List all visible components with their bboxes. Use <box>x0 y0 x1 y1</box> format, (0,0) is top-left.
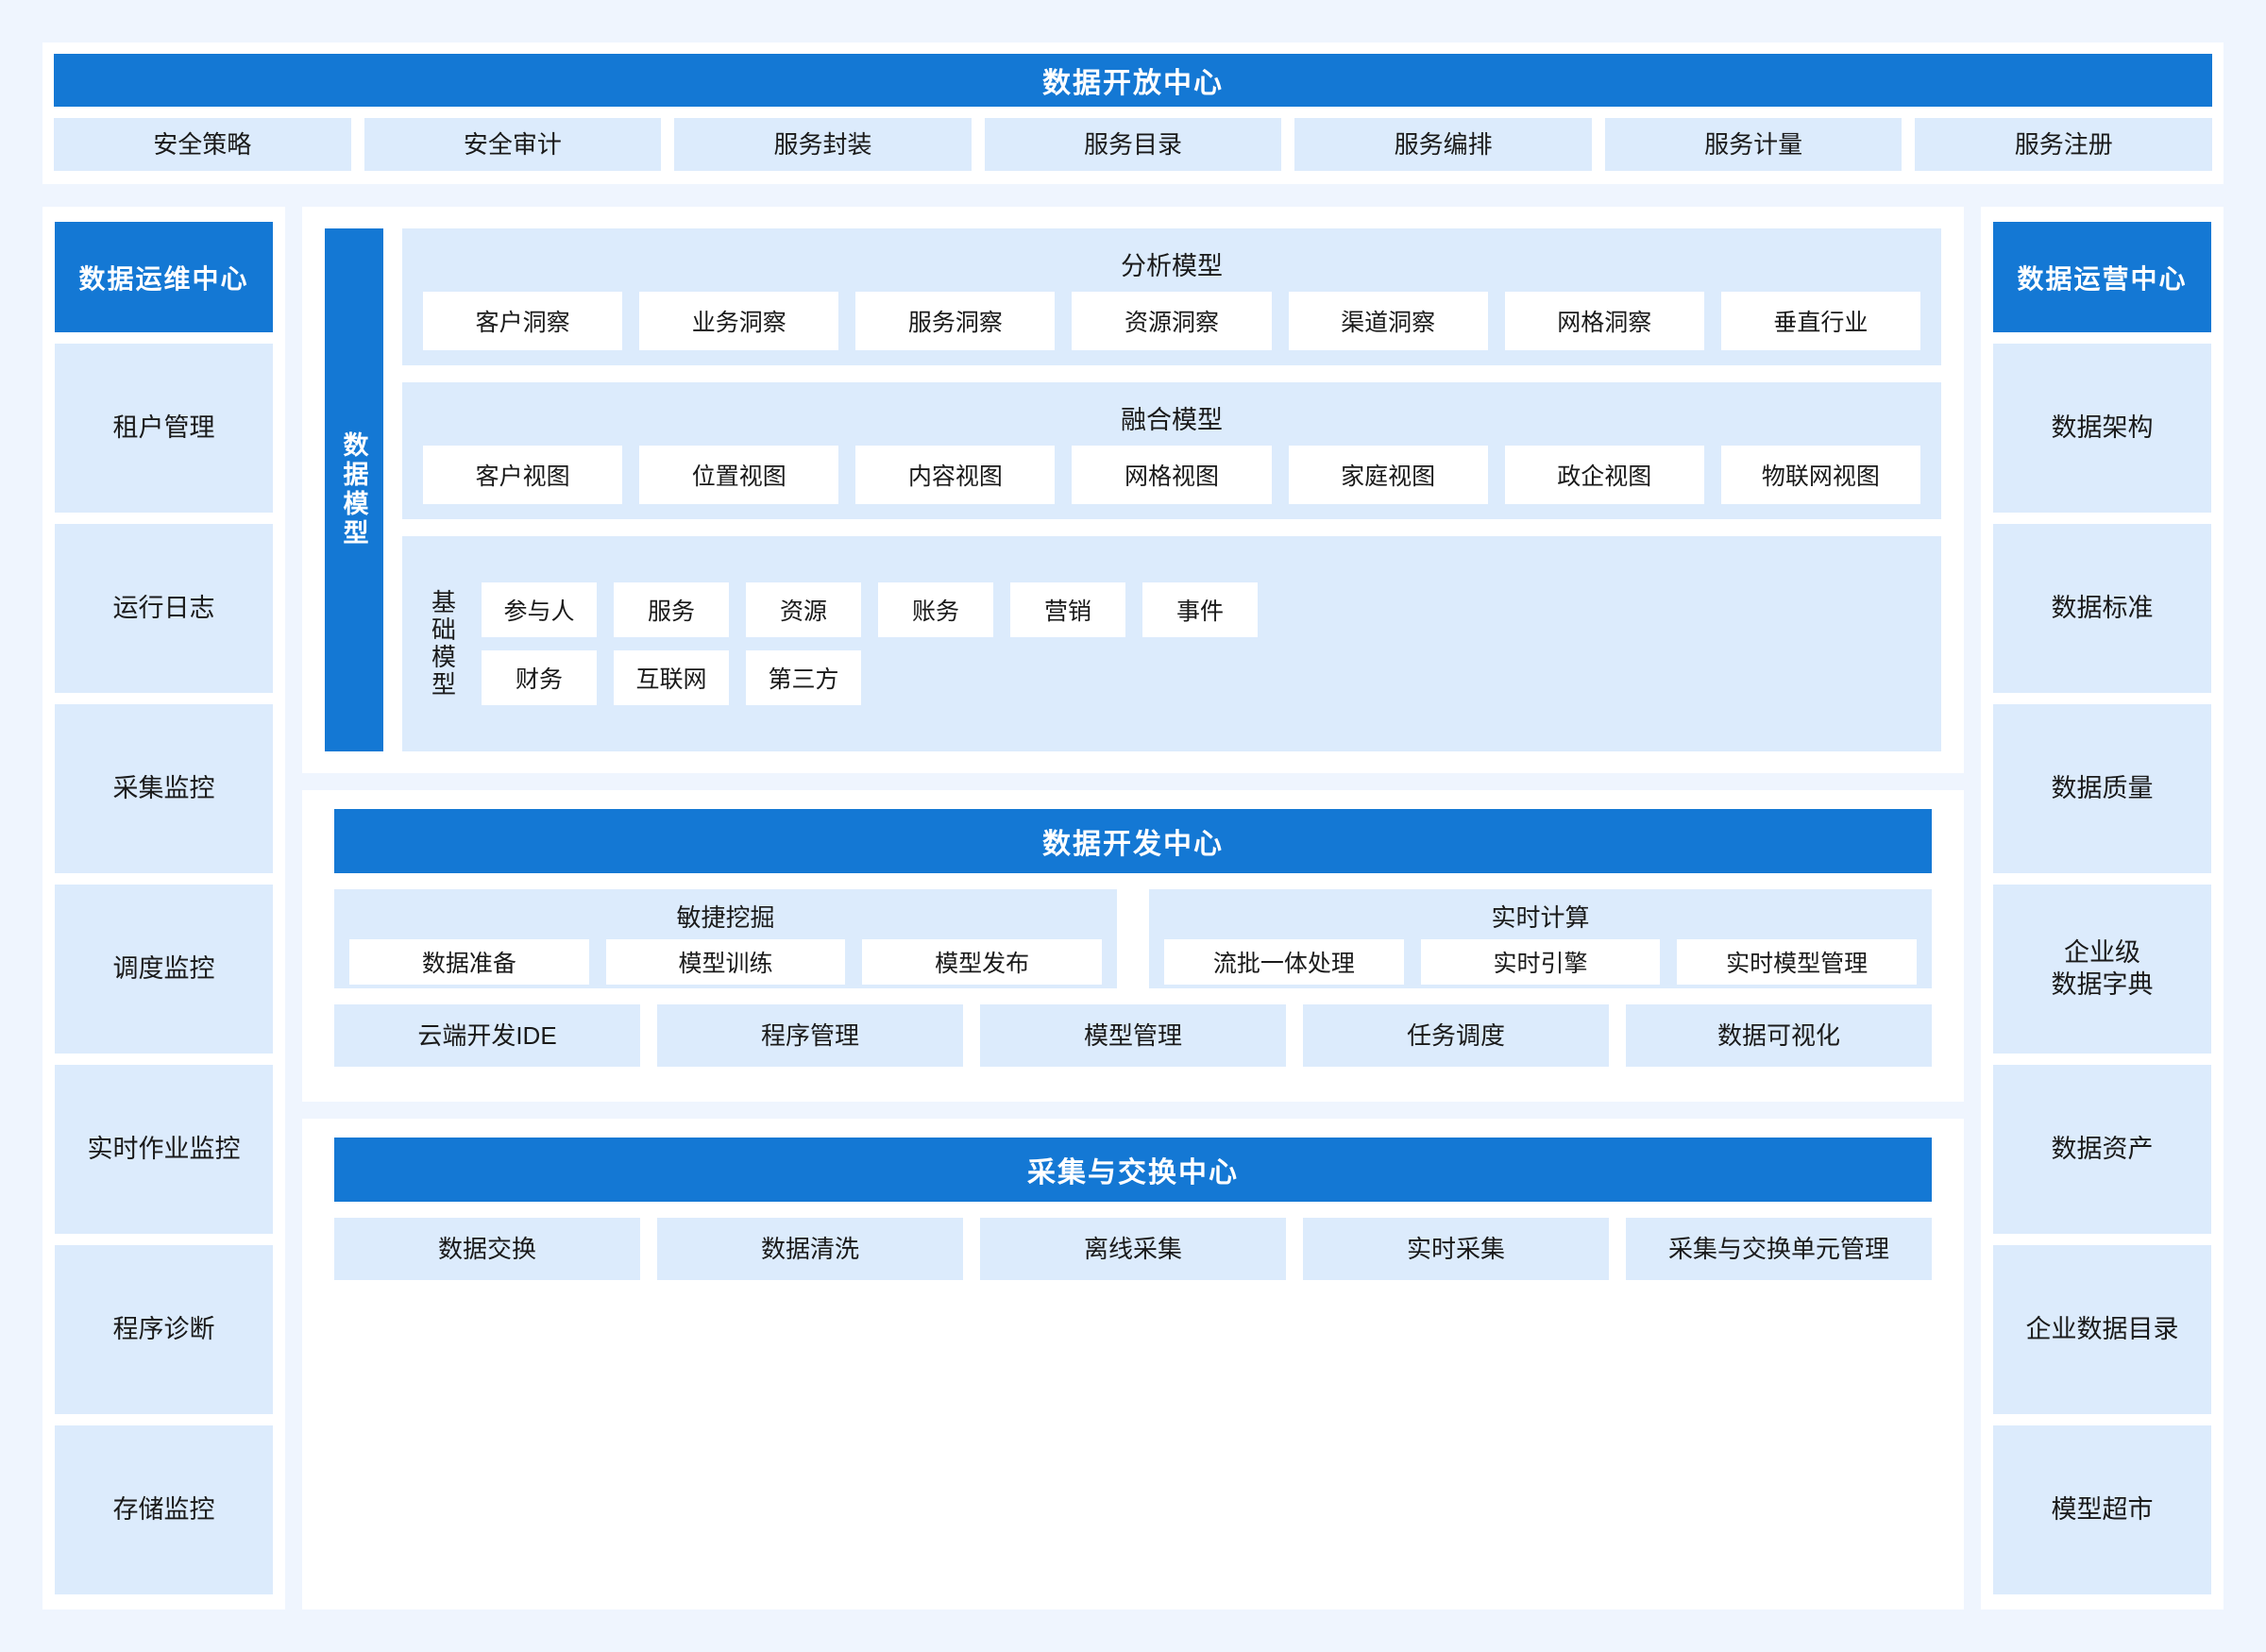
sidebar-item-enterprise-data-dictionary[interactable]: 企业级数据字典 <box>1993 885 2211 1054</box>
open-center-item-0[interactable]: 安全策略 <box>54 118 351 171</box>
sidebar-item-data-quality[interactable]: 数据质量 <box>1993 704 2211 873</box>
sidebar-item-program-diagnosis[interactable]: 程序诊断 <box>55 1245 273 1414</box>
open-center-item-5[interactable]: 服务计量 <box>1604 118 1902 171</box>
sidebar-item-data-architecture[interactable]: 数据架构 <box>1993 344 2211 513</box>
analysis-model-group: 分析模型 客户洞察 业务洞察 服务洞察 资源洞察 渠道洞察 网格洞察 垂直行业 <box>402 228 1941 365</box>
collect-item-data-cleaning[interactable]: 数据清洗 <box>657 1218 963 1280</box>
basic-item-marketing[interactable]: 营销 <box>1010 582 1125 637</box>
analysis-item-5[interactable]: 网格洞察 <box>1504 292 1704 350</box>
analysis-item-1[interactable]: 业务洞察 <box>639 292 839 350</box>
collect-item-data-exchange[interactable]: 数据交换 <box>334 1218 640 1280</box>
basic-item-resource[interactable]: 资源 <box>746 582 861 637</box>
agile-item-1[interactable]: 模型训练 <box>605 939 846 985</box>
open-center-item-6[interactable]: 服务注册 <box>1915 118 2213 171</box>
agile-item-0[interactable]: 数据准备 <box>349 939 589 985</box>
dev-center-panel: 数据开发中心 敏捷挖掘 数据准备 模型训练 模型发布 实时计算 流批一体处理 <box>302 790 1964 1102</box>
basic-item-internet[interactable]: 互联网 <box>614 650 729 705</box>
fusion-item-1[interactable]: 位置视图 <box>639 446 839 504</box>
collect-item-realtime-collection[interactable]: 实时采集 <box>1303 1218 1609 1280</box>
open-center-title: 数据开放中心 <box>54 54 2212 107</box>
dev-bottom-item-model-management[interactable]: 模型管理 <box>980 1004 1286 1067</box>
operation-center-title: 数据运营中心 <box>1993 222 2211 332</box>
fusion-model-items: 客户视图 位置视图 内容视图 网格视图 家庭视图 政企视图 物联网视图 <box>423 446 1920 504</box>
fusion-item-5[interactable]: 政企视图 <box>1504 446 1704 504</box>
basic-model-row-2: 财务 互联网 第三方 <box>482 650 1920 705</box>
sidebar-item-data-standard[interactable]: 数据标准 <box>1993 524 2211 693</box>
sidebar-item-model-marketplace[interactable]: 模型超市 <box>1993 1425 2211 1594</box>
realtime-item-2[interactable]: 实时模型管理 <box>1677 939 1918 985</box>
agile-item-2[interactable]: 模型发布 <box>862 939 1103 985</box>
analysis-item-3[interactable]: 资源洞察 <box>1072 292 1272 350</box>
sidebar-item-collection-monitor[interactable]: 采集监控 <box>55 704 273 873</box>
open-center-item-1[interactable]: 安全审计 <box>364 118 662 171</box>
fusion-item-0[interactable]: 客户视图 <box>423 446 623 504</box>
basic-model-vertical-label: 基础模型 <box>428 589 457 699</box>
sidebar-item-realtime-job-monitor[interactable]: 实时作业监控 <box>55 1065 273 1234</box>
fusion-model-group: 融合模型 客户视图 位置视图 内容视图 网格视图 家庭视图 政企视图 物联网视图 <box>402 382 1941 519</box>
basic-item-finance[interactable]: 财务 <box>482 650 597 705</box>
dev-bottom-item-data-visualization[interactable]: 数据可视化 <box>1626 1004 1932 1067</box>
basic-item-service[interactable]: 服务 <box>614 582 729 637</box>
fusion-item-3[interactable]: 网格视图 <box>1072 446 1272 504</box>
dev-center-bottom-items: 云端开发IDE 程序管理 模型管理 任务调度 数据可视化 <box>334 1004 1932 1067</box>
collect-center-panel: 采集与交换中心 数据交换 数据清洗 离线采集 实时采集 采集与交换单元管理 <box>302 1119 1964 1610</box>
open-center-panel: 数据开放中心 安全策略 安全审计 服务封装 服务目录 服务编排 服务计量 服务注… <box>42 42 2224 184</box>
analysis-item-0[interactable]: 客户洞察 <box>423 292 623 350</box>
open-center-item-4[interactable]: 服务编排 <box>1294 118 1592 171</box>
realtime-compute-items: 流批一体处理 实时引擎 实时模型管理 <box>1164 939 1918 985</box>
fusion-item-2[interactable]: 内容视图 <box>855 446 1056 504</box>
ops-center-panel: 数据运维中心 租户管理 运行日志 采集监控 调度监控 实时作业监控 程序诊断 存… <box>42 207 285 1610</box>
agile-mining-title: 敏捷挖掘 <box>676 903 775 932</box>
middle-region: 数据运维中心 租户管理 运行日志 采集监控 调度监控 实时作业监控 程序诊断 存… <box>42 207 2224 1610</box>
sidebar-item-enterprise-data-catalog[interactable]: 企业数据目录 <box>1993 1245 2211 1414</box>
realtime-item-0[interactable]: 流批一体处理 <box>1164 939 1404 985</box>
agile-mining-items: 数据准备 模型训练 模型发布 <box>349 939 1103 985</box>
analysis-item-4[interactable]: 渠道洞察 <box>1288 292 1488 350</box>
open-center-item-3[interactable]: 服务目录 <box>984 118 1282 171</box>
analysis-model-title: 分析模型 <box>1121 252 1223 280</box>
open-center-item-2[interactable]: 服务封装 <box>674 118 972 171</box>
data-model-panel: 数据模型 分析模型 客户洞察 业务洞察 服务洞察 资源洞察 渠道洞察 网格洞察 … <box>302 207 1964 773</box>
collect-center-items: 数据交换 数据清洗 离线采集 实时采集 采集与交换单元管理 <box>334 1218 1932 1280</box>
analysis-item-2[interactable]: 服务洞察 <box>855 292 1056 350</box>
operation-center-panel: 数据运营中心 数据架构 数据标准 数据质量 企业级数据字典 数据资产 企业数据目… <box>1981 207 2224 1610</box>
open-center-items: 安全策略 安全审计 服务封装 服务目录 服务编排 服务计量 服务注册 <box>54 118 2213 171</box>
analysis-item-6[interactable]: 垂直行业 <box>1720 292 1920 350</box>
sidebar-item-tenant-management[interactable]: 租户管理 <box>55 344 273 513</box>
sidebar-item-storage-monitor[interactable]: 存储监控 <box>55 1425 273 1594</box>
realtime-item-1[interactable]: 实时引擎 <box>1420 939 1661 985</box>
sidebar-item-schedule-monitor[interactable]: 调度监控 <box>55 885 273 1054</box>
sidebar-item-data-asset[interactable]: 数据资产 <box>1993 1065 2211 1234</box>
sidebar-item-run-log[interactable]: 运行日志 <box>55 524 273 693</box>
ops-center-title: 数据运维中心 <box>55 222 273 332</box>
dev-bottom-item-task-schedule[interactable]: 任务调度 <box>1303 1004 1609 1067</box>
basic-model-row-1: 参与人 服务 资源 账务 营销 事件 <box>482 582 1920 637</box>
fusion-item-4[interactable]: 家庭视图 <box>1288 446 1488 504</box>
fusion-model-title: 融合模型 <box>1121 406 1223 434</box>
basic-item-participant[interactable]: 参与人 <box>482 582 597 637</box>
collect-item-unit-management[interactable]: 采集与交换单元管理 <box>1626 1218 1932 1280</box>
center-column: 数据模型 分析模型 客户洞察 业务洞察 服务洞察 资源洞察 渠道洞察 网格洞察 … <box>302 207 1964 1610</box>
realtime-compute-group: 实时计算 流批一体处理 实时引擎 实时模型管理 <box>1149 889 1932 988</box>
collect-center-title: 采集与交换中心 <box>334 1138 1932 1202</box>
basic-item-event[interactable]: 事件 <box>1142 582 1258 637</box>
dev-center-groups: 敏捷挖掘 数据准备 模型训练 模型发布 实时计算 流批一体处理 实时引擎 实时模… <box>334 889 1932 988</box>
fusion-item-6[interactable]: 物联网视图 <box>1720 446 1920 504</box>
analysis-model-items: 客户洞察 业务洞察 服务洞察 资源洞察 渠道洞察 网格洞察 垂直行业 <box>423 292 1920 350</box>
dev-bottom-item-program-management[interactable]: 程序管理 <box>657 1004 963 1067</box>
dev-bottom-item-cloud-ide[interactable]: 云端开发IDE <box>334 1004 640 1067</box>
agile-mining-group: 敏捷挖掘 数据准备 模型训练 模型发布 <box>334 889 1117 988</box>
basic-item-account[interactable]: 账务 <box>878 582 993 637</box>
dev-center-title: 数据开发中心 <box>334 809 1932 873</box>
basic-model-group: 基础模型 参与人 服务 资源 账务 营销 事件 财务 <box>402 536 1941 751</box>
basic-model-grid: 参与人 服务 资源 账务 营销 事件 财务 互联网 第三方 <box>482 551 1920 736</box>
collect-item-offline-collection[interactable]: 离线采集 <box>980 1218 1286 1280</box>
basic-item-third-party[interactable]: 第三方 <box>746 650 861 705</box>
data-model-groups: 分析模型 客户洞察 业务洞察 服务洞察 资源洞察 渠道洞察 网格洞察 垂直行业 … <box>402 228 1941 751</box>
realtime-compute-title: 实时计算 <box>1491 903 1590 932</box>
data-model-vertical-label: 数据模型 <box>325 228 383 751</box>
